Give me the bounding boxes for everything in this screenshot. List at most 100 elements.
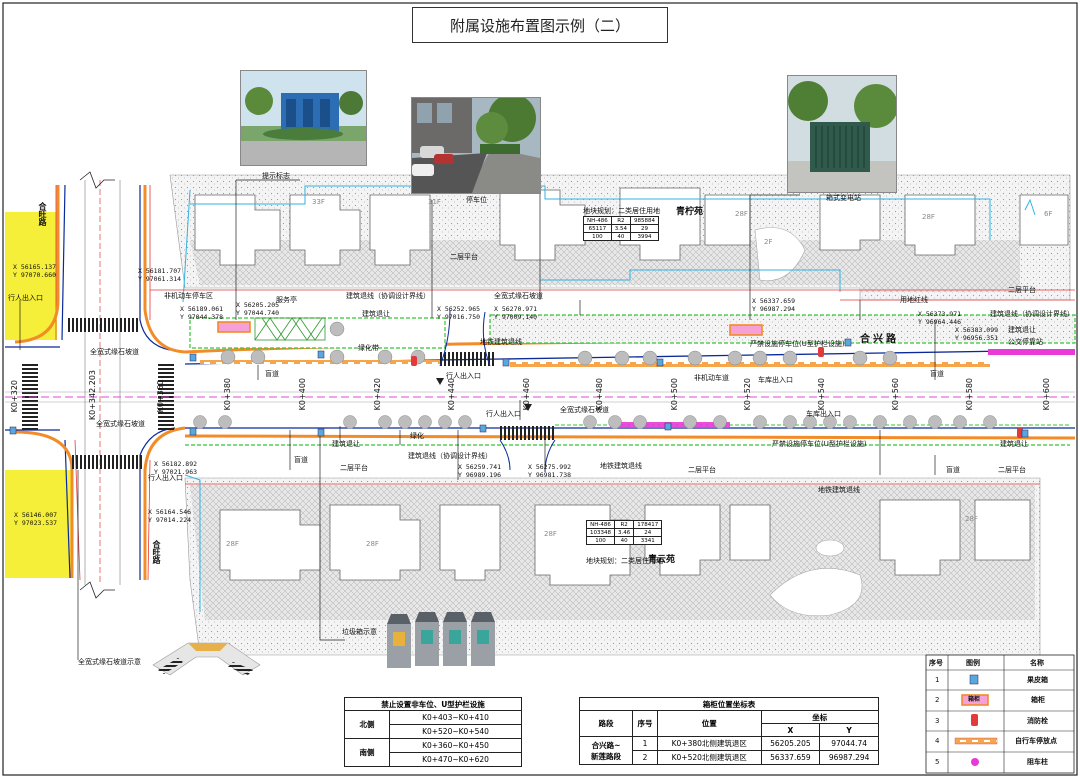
stats-cell: 29 (629, 224, 659, 233)
road-name-cross-top: 合旺路 (38, 202, 47, 226)
coordinate-x: X 56146.007 (14, 511, 58, 519)
lbl-curb-guide: 全宽式缘石坡道示意 (78, 658, 141, 666)
restriction-range: K0+520~K0+540 (389, 724, 522, 739)
stats-cell: NH-486 (586, 520, 615, 529)
cabinet-col-y: Y (819, 723, 879, 737)
legend-name: 消防栓 (1027, 717, 1048, 725)
floor-n6: 6F (1044, 210, 1053, 218)
legend-name: 箱柜 (1031, 696, 1045, 704)
tree (193, 415, 207, 429)
legend-no: 4 (935, 737, 940, 745)
lbl-curb-nw: 全宽式缘石坡道 (90, 348, 139, 356)
floor-n5: 28F (922, 213, 935, 221)
cabinet-col-coord: 坐标 (760, 710, 880, 724)
tree (583, 415, 597, 429)
stats-cell: 100 (583, 232, 612, 241)
floor-s2: 28F (366, 540, 379, 548)
lbl-ped-entry-sw: 行人出入口 (148, 474, 183, 482)
tree (418, 415, 432, 429)
tree (752, 350, 768, 366)
lbl-kiosk: 提示标志 (262, 172, 290, 180)
bins-photo (385, 610, 505, 672)
cabinet-x: 56337.659 (760, 750, 821, 765)
lbl-setback-s: 建筑退让 (332, 440, 360, 448)
coordinate-y: Y 96956.351 (955, 333, 999, 342)
tree (983, 415, 997, 429)
cabinet-col-pos: 位置 (657, 710, 762, 737)
stats-cell: R2 (610, 216, 631, 225)
tree (928, 415, 942, 429)
tree (823, 415, 837, 429)
station-label: K0+520 (743, 378, 752, 411)
tree (903, 415, 917, 429)
tree (753, 415, 767, 429)
coordinate-y: Y 96987.294 (752, 304, 796, 313)
tree (220, 349, 236, 365)
station-label: K0+540 (817, 378, 826, 411)
station-label: K0+400 (298, 378, 307, 411)
coordinate-y: Y 97044.378 (180, 312, 224, 321)
coordinate-x: X 56181.707 (138, 267, 182, 275)
tree (378, 415, 392, 429)
floor-n4: 2F (764, 238, 773, 246)
legend-h-name: 名称 (1030, 659, 1044, 667)
lbl-second-platform-s2: 二层平台 (688, 466, 716, 474)
lbl-blind-se: 盲道 (946, 466, 960, 474)
coordinate-y: Y 97014.224 (148, 515, 192, 524)
tree (458, 415, 472, 429)
lbl-second-platform-s: 二层平台 (340, 464, 368, 472)
station-label: K0+600 (1042, 378, 1051, 411)
stats-cell: 178417 (633, 520, 663, 529)
tree (329, 349, 345, 365)
lbl-strict-n: 严禁设施停车位(U型护栏设施) (750, 340, 845, 348)
lbl-build-line-ne: 建筑退线（协调设计界线） (990, 310, 1074, 318)
station-label: K0+420 (373, 378, 382, 411)
tree (727, 350, 743, 366)
lbl-nonmotor-n: 非机动车道 (694, 374, 729, 382)
stats-cell: 3.46 (613, 528, 635, 537)
coordinate-y: Y 97021.963 (154, 467, 198, 476)
restriction-side: 北侧 (344, 710, 390, 739)
tree (782, 350, 798, 366)
tree (329, 321, 345, 337)
cabinet-x: 56205.205 (760, 736, 821, 751)
coordinate-x: X 56182.892 (154, 460, 198, 468)
lbl-ped-entry-n1: 行人出入口 (446, 372, 481, 380)
cabinet-col-road: 路段 (579, 710, 633, 737)
cabinet-pos: K0+380北侧建筑退区 (657, 736, 762, 751)
stats-cell: NH-486 (583, 216, 612, 225)
stats-cell: 3341 (633, 536, 663, 545)
tree (713, 415, 727, 429)
coordinate-x: X 56337.659 (752, 297, 796, 305)
floor-n3: 28F (735, 210, 748, 218)
coordinate-y: Y 97009.140 (494, 312, 538, 321)
lbl-property-n: 地铁建筑退线 (480, 338, 522, 346)
legend-no: 3 (935, 717, 940, 725)
legend-no: 5 (935, 758, 940, 766)
floor-s4: 28F (965, 515, 978, 523)
floor-n2: 31F (428, 198, 441, 206)
parking-photo (411, 97, 541, 194)
lbl-property-s2: 地铁建筑退线 (818, 486, 860, 494)
legend-h-no: 序号 (929, 659, 943, 667)
coordinate-y: Y 97016.750 (437, 312, 481, 321)
stats-cell: 100 (586, 536, 615, 545)
transformer-photo (787, 75, 897, 193)
cabinet-no: 1 (632, 736, 658, 751)
